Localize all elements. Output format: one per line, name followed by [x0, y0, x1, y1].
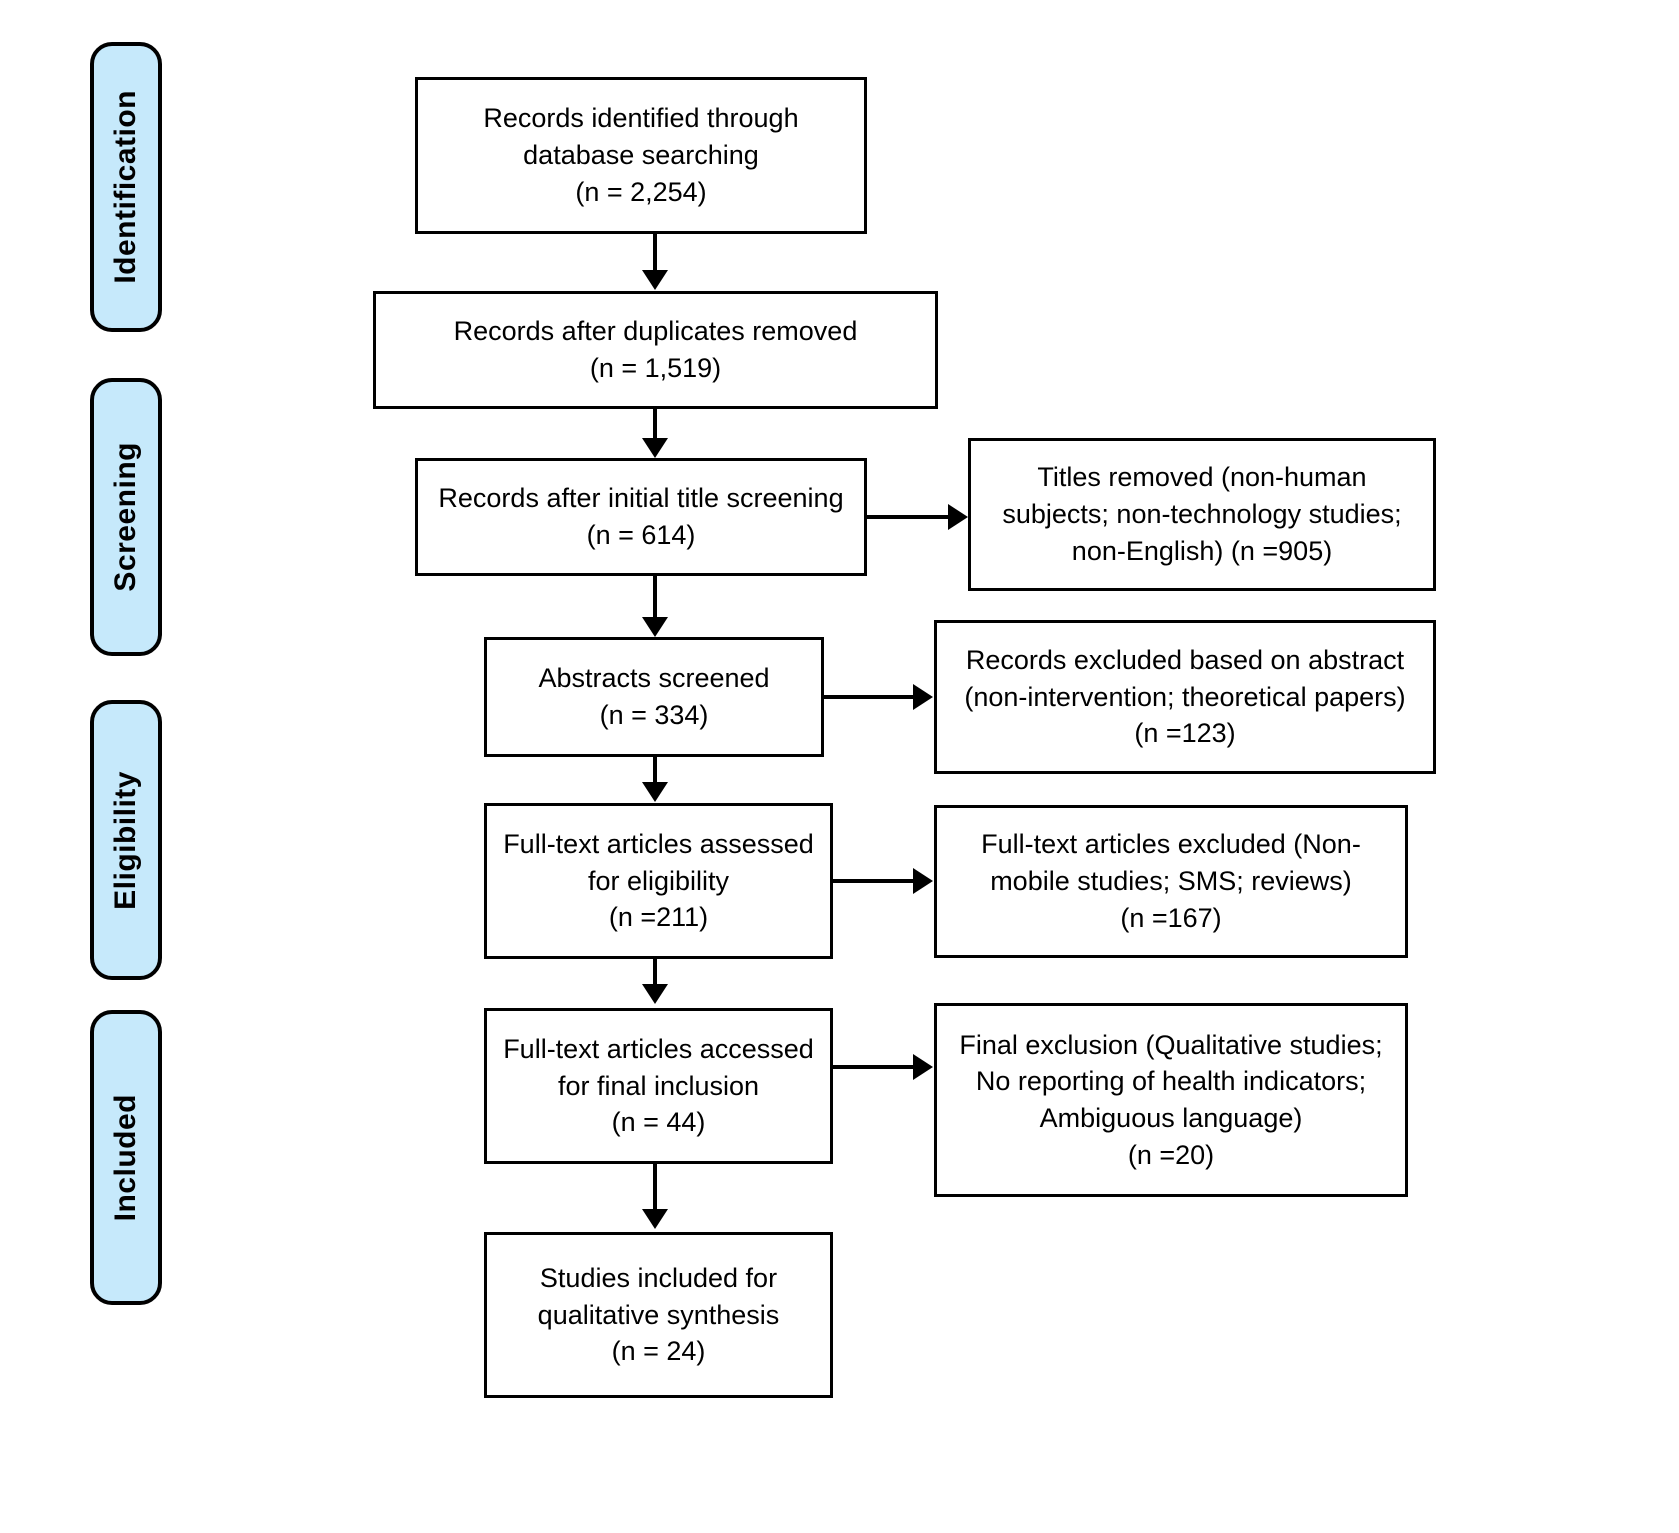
flow-box-line: Abstracts screened — [538, 663, 770, 694]
stage-label-eligibility: Eligibility — [109, 770, 142, 910]
flow-box-records-after-duplicates: Records after duplicates removed (n = 1,… — [373, 291, 938, 409]
exclusion-box-line: (n =20) — [1127, 1139, 1215, 1170]
flow-box-records-identified: Records identified through database sear… — [415, 77, 867, 234]
stage-label-included: Included — [109, 1093, 142, 1222]
exclusion-box-line: (non-intervention; theoretical papers) — [964, 681, 1406, 712]
connector-line-1 — [653, 234, 657, 272]
exclusion-box-line: No reporting of health indicators; — [975, 1066, 1367, 1097]
arrow-down-5 — [642, 984, 668, 1004]
connector-line-6 — [653, 1164, 657, 1211]
connector-line-4 — [653, 757, 657, 784]
flow-box-fulltext-assessed: Full-text articles assessed for eligibil… — [484, 803, 833, 959]
connector-branch-3 — [833, 879, 915, 883]
stage-pill-eligibility: Eligibility — [90, 700, 162, 980]
flow-box-line: (n = 1,519) — [589, 353, 722, 383]
exclusion-box-line: subjects; non-technology studies; — [1002, 499, 1402, 530]
arrow-right-4 — [913, 1054, 933, 1080]
flow-box-line: (n = 614) — [586, 520, 696, 550]
exclusion-box-line: Titles removed (non-human — [1037, 462, 1367, 493]
connector-line-3 — [653, 576, 657, 620]
flow-box-line: (n =211) — [608, 902, 709, 933]
exclusion-box-final-exclusion: Final exclusion (Qualitative studies; No… — [934, 1003, 1408, 1197]
arrow-down-1 — [642, 270, 668, 290]
connector-line-5 — [653, 959, 657, 986]
flow-box-line: (n = 24) — [611, 1336, 706, 1367]
exclusion-box-records-excluded-abstract: Records excluded based on abstract (non-… — [934, 620, 1436, 774]
exclusion-box-line: mobile studies; SMS; reviews) — [990, 866, 1352, 897]
flow-box-line: Records after duplicates removed — [453, 316, 858, 347]
arrow-down-2 — [642, 438, 668, 458]
connector-line-2 — [653, 409, 657, 441]
flow-box-line: database searching — [523, 140, 759, 171]
stage-label-identification: Identification — [109, 90, 142, 284]
flow-box-line: Records identified through — [483, 103, 799, 134]
connector-branch-1 — [867, 515, 951, 519]
exclusion-box-line: Ambiguous language) — [1039, 1103, 1303, 1133]
exclusion-box-line: Records excluded based on abstract — [965, 644, 1405, 675]
exclusion-box-fulltext-excluded: Full-text articles excluded (Non- mobile… — [934, 805, 1408, 958]
flow-box-line: for final inclusion — [557, 1070, 760, 1101]
exclusion-box-line: non-English) (n =905) — [1071, 535, 1333, 566]
exclusion-box-line: (n =167) — [1120, 902, 1222, 933]
flow-box-line: (n = 334) — [599, 700, 709, 730]
arrow-down-3 — [642, 617, 668, 637]
flow-box-abstracts-screened: Abstracts screened (n = 334) — [484, 637, 824, 757]
flow-box-fulltext-accessed: Full-text articles accessed for final in… — [484, 1008, 833, 1164]
connector-branch-2 — [824, 695, 916, 699]
flow-box-line: (n = 2,254) — [575, 176, 707, 207]
flow-box-records-after-title-screening: Records after initial title screening (n… — [415, 458, 867, 576]
stage-pill-identification: Identification — [90, 42, 162, 332]
arrow-down-6 — [642, 1209, 668, 1229]
exclusion-box-line: (n =123) — [1134, 718, 1236, 749]
flow-box-studies-included: Studies included for qualitative synthes… — [484, 1232, 833, 1398]
exclusion-box-line: Full-text articles excluded (Non- — [981, 829, 1361, 860]
flow-box-line: (n = 44) — [611, 1107, 706, 1138]
flow-box-line: Records after initial title screening — [438, 483, 844, 514]
arrow-down-4 — [642, 782, 668, 802]
exclusion-box-line: Final exclusion (Qualitative studies; — [959, 1029, 1383, 1060]
flow-box-line: Full-text articles assessed — [503, 828, 814, 859]
arrow-right-1 — [948, 504, 968, 530]
flow-box-line: Full-text articles accessed — [503, 1033, 814, 1064]
stage-pill-included: Included — [90, 1010, 162, 1305]
stage-pill-screening: Screening — [90, 378, 162, 656]
arrow-right-3 — [913, 868, 933, 894]
exclusion-box-titles-removed: Titles removed (non-human subjects; non-… — [968, 438, 1436, 591]
flow-box-line: for eligibility — [587, 865, 730, 896]
flow-box-line: qualitative synthesis — [537, 1299, 780, 1330]
flow-box-line: Studies included for — [539, 1262, 778, 1293]
stage-label-screening: Screening — [109, 442, 142, 592]
arrow-right-2 — [913, 684, 933, 710]
connector-branch-4 — [833, 1065, 915, 1069]
